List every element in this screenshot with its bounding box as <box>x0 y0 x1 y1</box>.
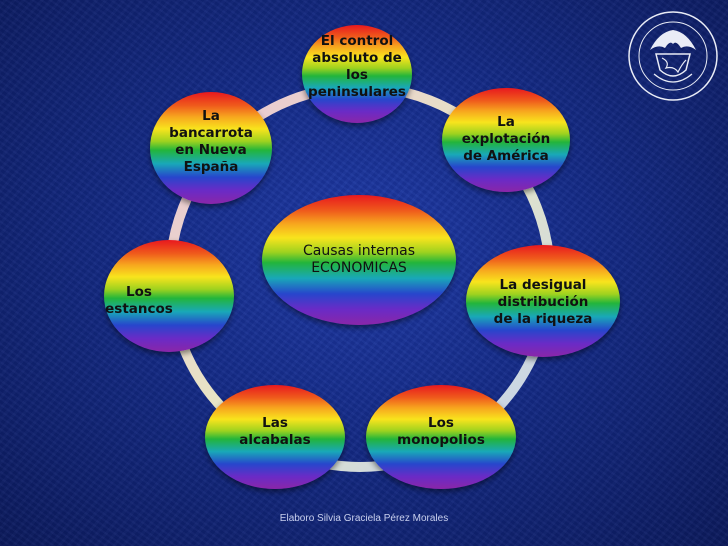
node-control: El control absoluto de los peninsulares <box>302 25 412 123</box>
node-bancarrota-label: La bancarrota en Nueva España <box>169 108 253 175</box>
node-alcabalas: Las alcabalas <box>205 385 345 489</box>
node-desigual: La desigual distribución de la riqueza <box>466 245 620 357</box>
node-estancos: Los estancos <box>104 240 234 352</box>
node-monopolios-label: Los monopolios <box>397 415 485 448</box>
node-monopolios: Los monopolios <box>366 385 516 489</box>
node-explotacion: La explotación de América <box>442 88 570 192</box>
node-estancos-label: Los estancos <box>105 284 173 317</box>
node-alcabalas-label: Las alcabalas <box>239 415 311 448</box>
node-bancarrota: La bancarrota en Nueva España <box>150 92 272 204</box>
node-desigual-label: La desigual distribución de la riqueza <box>493 277 593 327</box>
center-node: Causas internas ECONOMICAS <box>262 195 456 325</box>
node-explotacion-label: La explotación de América <box>461 114 551 164</box>
unam-seal-logo <box>628 11 718 101</box>
author-credit: Elaboro Silvia Graciela Pérez Morales <box>279 513 449 524</box>
center-label: Causas internas ECONOMICAS <box>303 243 415 276</box>
node-control-label: El control absoluto de los peninsulares <box>308 33 406 100</box>
